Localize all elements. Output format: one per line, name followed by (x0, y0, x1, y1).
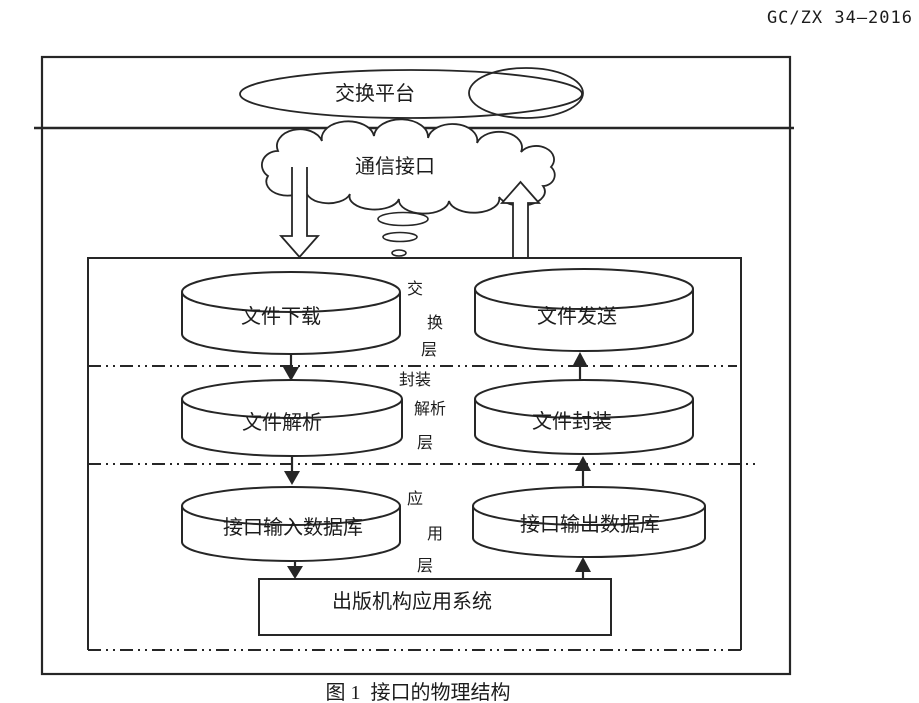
arrow-parse-to-input-db (284, 456, 300, 485)
figure-caption: 图 1 接口的物理结构 (325, 682, 511, 703)
file-download-cylinder (181, 271, 401, 355)
input-database-cylinder (181, 486, 401, 562)
input-db-label: 接口输入数据库 (223, 517, 363, 539)
application-layer-label-char: 用 (427, 526, 444, 543)
app-system-label: 出版机构应用系统 (332, 591, 492, 613)
arrow-download-to-parse (283, 354, 299, 381)
file-send-cylinder (474, 268, 694, 352)
application-layer-label-char: 层 (417, 558, 434, 575)
pack-parse-layer-label-line: 层 (417, 435, 434, 452)
app-system-box (258, 578, 612, 636)
arrow-output-db-to-package (575, 456, 591, 486)
platform-ellipse (239, 69, 583, 119)
exchange-layer-label-char: 换 (427, 315, 444, 332)
interface-box (87, 257, 742, 650)
pack-parse-layer-label-line: 解析 (414, 401, 447, 418)
platform-small-ellipse (468, 67, 584, 119)
application-layer-label-char: 应 (407, 491, 424, 508)
exchange-layer-label-char: 层 (421, 342, 438, 359)
arrow-app-system-to-output-db (575, 557, 591, 579)
pack-parse-layer-label-line: 封装 (399, 372, 432, 389)
cloud-label: 通信接口 (355, 156, 435, 178)
arrow-package-to-send (572, 352, 588, 380)
cloud-tail-ellipse-large (377, 211, 429, 227)
file-parse-label: 文件解析 (242, 412, 322, 434)
hollow-up-arrow (500, 180, 541, 257)
file-parse-cylinder (181, 379, 403, 457)
outer-frame (40, 55, 792, 676)
file-package-label: 文件封装 (532, 411, 612, 433)
doc-code: GC/ZX 34—2016 (766, 8, 913, 28)
cloud-tail-ellipse-small (391, 249, 407, 257)
output-database-cylinder (472, 486, 706, 558)
file-send-label: 文件发送 (537, 306, 617, 328)
arrow-input-db-to-app-system (287, 561, 303, 579)
file-download-label: 文件下载 (241, 306, 321, 328)
file-package-cylinder (474, 379, 694, 455)
output-db-label: 接口输出数据库 (520, 514, 660, 536)
platform-label: 交换平台 (335, 83, 415, 105)
cloud-tail-ellipse-medium (382, 231, 418, 243)
cloud-shape (261, 118, 556, 215)
exchange-layer-label-char: 交 (407, 281, 424, 298)
